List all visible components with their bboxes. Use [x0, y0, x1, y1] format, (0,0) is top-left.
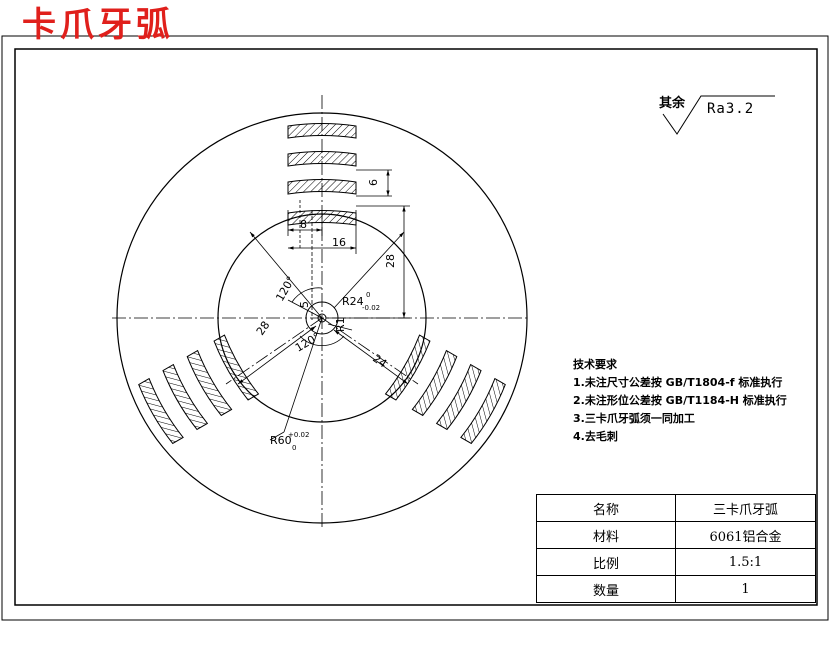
title-block-value: 1 [675, 575, 816, 603]
roughness-prefix: 其余 [659, 96, 686, 111]
title-block-row: 名称 三卡爪牙弧 [536, 494, 816, 522]
jaw-tooth [460, 377, 506, 445]
roughness-value: Ra3.2 [707, 101, 755, 117]
title-block-label: 比例 [536, 548, 676, 576]
dimension-lines [237, 169, 410, 441]
sheet-outer-border [1, 35, 829, 621]
dim-r60-tol-lower: 0 [292, 444, 296, 452]
dim-r60: R60 [270, 434, 292, 447]
dim-r24-tol-upper: 0 [366, 291, 370, 299]
outer-circle-r60 [116, 112, 528, 524]
jaw-group [287, 122, 357, 226]
roughness-check-icon [662, 95, 775, 135]
title-block: 名称 三卡爪牙弧 材料 6061铝合金 比例 1.5:1 数量 1 [536, 494, 816, 603]
title-block-label: 名称 [536, 494, 676, 522]
note-item: 3.三卡爪牙弧须一同加工 [573, 412, 695, 425]
jaw-group [384, 334, 506, 445]
dim-r24: R24 [342, 295, 364, 308]
dim-28-left: 28 [254, 319, 273, 338]
jaw-group [138, 334, 260, 445]
dim-24: 24 [370, 352, 389, 371]
note-item: 2.未注形位公差按 GB/T1184-H 标准执行 [573, 394, 787, 407]
title-block-value: 1.5:1 [675, 548, 816, 576]
dim-28-right: 28 [384, 254, 397, 268]
title-block-row: 材料 6061铝合金 [536, 521, 816, 549]
jaw-tooth [162, 363, 209, 431]
dim-6: 6 [367, 179, 380, 186]
title-block-value: 三卡爪牙弧 [675, 494, 816, 522]
title-block-label: 数量 [536, 575, 676, 603]
title-block-row: 数量 1 [536, 575, 816, 603]
notes-title: 技术要求 [573, 358, 617, 371]
jaw-tooth [287, 150, 357, 167]
jaw-tooth [186, 349, 233, 417]
jaw-tooth [411, 349, 458, 417]
dim-r24-tol-lower: -0.02 [362, 304, 380, 312]
dim-8: 8 [300, 218, 307, 231]
title-block-value: 6061铝合金 [675, 521, 816, 549]
dim-16: 16 [332, 236, 346, 249]
note-item: 1.未注尺寸公差按 GB/T1804-f 标准执行 [573, 376, 783, 389]
jaw-tooth [287, 122, 357, 139]
dim-5: 5 [298, 301, 311, 308]
title-block-label: 材料 [536, 521, 676, 549]
dim-r60-tol-upper: +0.02 [288, 431, 309, 439]
dim-r1: R1 [334, 317, 347, 332]
jaw-tooth [138, 377, 184, 445]
drawing-title: 卡爪牙弧 [22, 5, 174, 45]
note-item: 4.去毛刺 [573, 430, 618, 443]
sheet-inner-border [14, 48, 818, 606]
roughness-symbol: 其余 Ra3.2 [655, 90, 785, 140]
dim-120-bottom: 120° [293, 330, 322, 355]
technical-notes: 技术要求 1.未注尺寸公差按 GB/T1804-f 标准执行 2.未注形位公差按… [573, 356, 823, 446]
title-block-row: 比例 1.5:1 [536, 548, 816, 576]
jaw-tooth [287, 178, 357, 195]
jaw-tooth [435, 363, 482, 431]
